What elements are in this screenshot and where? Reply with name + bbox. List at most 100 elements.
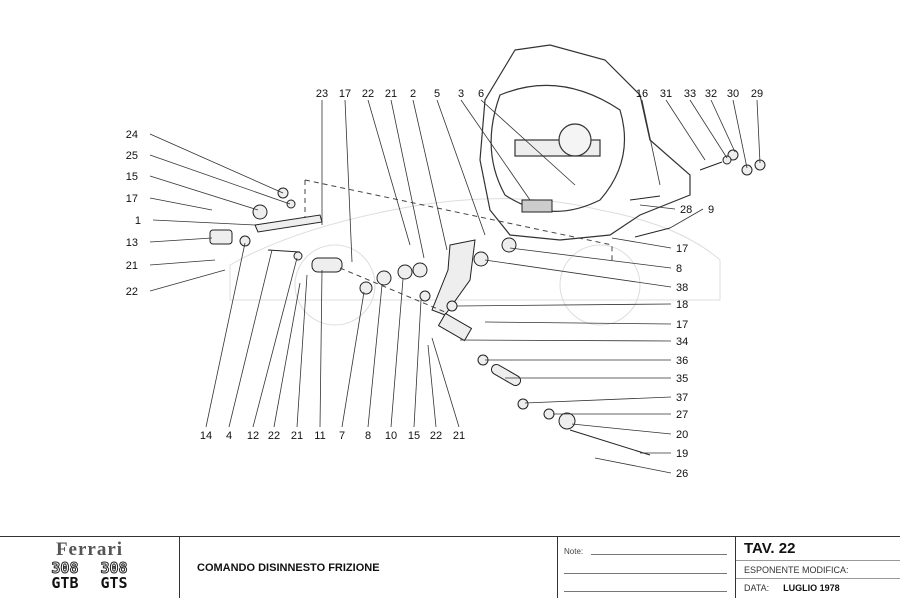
part-label-10: 10 xyxy=(385,430,397,442)
part-label-13: 13 xyxy=(126,237,138,249)
model-2-number: 308 xyxy=(100,559,128,577)
leader-line xyxy=(732,99,748,169)
date-label: DATA: xyxy=(744,583,770,593)
leader-line xyxy=(611,237,672,249)
leader-line xyxy=(319,269,323,428)
leader-line xyxy=(367,99,411,246)
car-silhouette-watermark xyxy=(229,198,721,326)
leader-line xyxy=(669,208,704,229)
part-label-22: 22 xyxy=(362,88,374,100)
part-label-8: 8 xyxy=(676,263,682,275)
part-label-14: 14 xyxy=(200,430,212,442)
part-label-21: 21 xyxy=(291,430,303,442)
notes-line xyxy=(564,573,727,574)
leader-line xyxy=(228,249,273,428)
leader-line xyxy=(756,99,761,164)
part-label-22: 22 xyxy=(268,430,280,442)
part-label-1: 1 xyxy=(135,215,141,227)
part-label-22: 22 xyxy=(430,430,442,442)
leader-line xyxy=(205,242,246,428)
notes-cell: Note: xyxy=(558,537,736,598)
part-label-15: 15 xyxy=(126,171,138,183)
drawing-title: COMANDO DISINNESTO FRIZIONE xyxy=(197,562,380,574)
leader-line xyxy=(390,278,404,428)
ferrari-logo: Ferrari xyxy=(55,539,124,560)
part-label-2: 2 xyxy=(410,88,416,100)
part-label-24: 24 xyxy=(126,129,138,141)
part-label-17: 17 xyxy=(126,193,138,205)
part-label-32: 32 xyxy=(705,88,717,100)
revision-row: ESPONENTE MODIFICA: xyxy=(736,560,900,579)
leader-line xyxy=(390,99,425,259)
part-label-36: 36 xyxy=(676,355,688,367)
part-label-9: 9 xyxy=(708,204,714,216)
part-label-19: 19 xyxy=(676,448,688,460)
leader-line xyxy=(149,175,259,211)
part-label-4: 4 xyxy=(226,430,232,442)
part-label-11: 11 xyxy=(314,430,325,442)
part-label-37: 37 xyxy=(676,392,688,404)
leader-line xyxy=(665,99,706,161)
model-2-name: GTS xyxy=(100,574,128,592)
part-label-7: 7 xyxy=(339,430,345,442)
leader-line xyxy=(460,99,531,201)
part-label-29: 29 xyxy=(751,88,763,100)
part-label-17: 17 xyxy=(339,88,351,100)
leader-line xyxy=(273,282,301,428)
part-label-3: 3 xyxy=(458,88,464,100)
part-label-22: 22 xyxy=(126,286,138,298)
leader-line xyxy=(296,274,308,428)
part-label-21: 21 xyxy=(453,430,465,442)
part-label-17: 17 xyxy=(676,243,688,255)
leader-line xyxy=(252,257,298,428)
leader-line xyxy=(367,284,383,428)
leader-line xyxy=(149,133,284,194)
leader-line xyxy=(639,204,676,210)
title-cell: COMANDO DISINNESTO FRIZIONE xyxy=(180,537,558,598)
part-label-25: 25 xyxy=(126,150,138,162)
leader-line xyxy=(344,99,353,263)
part-label-33: 33 xyxy=(684,88,696,100)
part-label-31: 31 xyxy=(660,88,672,100)
part-label-35: 35 xyxy=(676,373,688,385)
leader-line xyxy=(480,99,576,186)
part-label-30: 30 xyxy=(727,88,739,100)
leader-lines xyxy=(149,99,761,474)
leader-line xyxy=(509,247,672,269)
leader-line xyxy=(594,457,672,474)
date-value: LUGLIO 1978 xyxy=(783,583,840,593)
leader-line xyxy=(436,99,486,236)
notes-line xyxy=(564,591,727,592)
part-label-23: 23 xyxy=(316,88,328,100)
parts xyxy=(209,149,766,456)
leader-line xyxy=(427,344,437,428)
part-label-34: 34 xyxy=(676,336,688,348)
part-label-16: 16 xyxy=(636,88,648,100)
leader-line xyxy=(456,303,672,307)
leader-line xyxy=(689,99,728,159)
leader-line xyxy=(710,99,736,153)
part-label-21: 21 xyxy=(126,260,138,272)
leader-line xyxy=(412,99,448,251)
model-1-number: 308 xyxy=(51,559,79,577)
leader-line xyxy=(152,219,256,226)
leader-line xyxy=(149,269,226,292)
notes-line xyxy=(591,554,727,555)
assembly-dashed-lines xyxy=(304,179,613,313)
model-1-name: GTB xyxy=(51,574,79,592)
part-label-15: 15 xyxy=(408,430,420,442)
leader-line xyxy=(149,197,213,211)
leader-line xyxy=(413,299,422,428)
date-row: DATA: LUGLIO 1978 xyxy=(736,578,900,598)
table-number: TAV. 22 xyxy=(744,540,796,557)
leader-line xyxy=(484,321,672,325)
leader-line xyxy=(149,154,291,205)
part-label-5: 5 xyxy=(434,88,440,100)
part-label-12: 12 xyxy=(247,430,259,442)
part-label-26: 26 xyxy=(676,468,688,480)
part-label-21: 21 xyxy=(385,88,397,100)
